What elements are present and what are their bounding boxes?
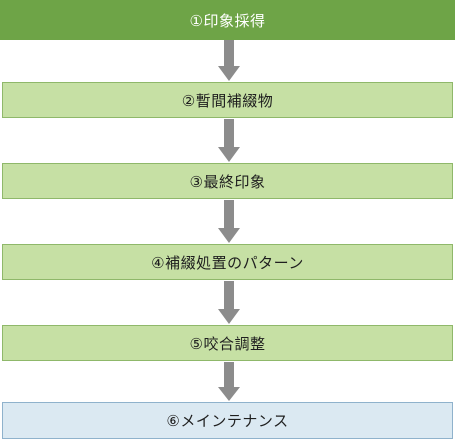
flow-step-label: ②暫間補綴物 bbox=[181, 91, 274, 110]
flow-step-1: ①印象採得 bbox=[0, 0, 455, 40]
flow-step-label: ⑤咬合調整 bbox=[189, 334, 266, 353]
flow-step-label: ③最終印象 bbox=[189, 172, 266, 191]
arrow-down-icon bbox=[217, 119, 241, 163]
flow-step-5: ⑤咬合調整 bbox=[2, 325, 453, 361]
flow-step-4: ④補綴処置のパターン bbox=[2, 244, 453, 280]
arrow-down-icon bbox=[217, 40, 241, 82]
arrow-down-icon bbox=[217, 362, 241, 402]
flow-step-label: ⑥メインテナンス bbox=[166, 412, 289, 430]
flow-step-label: ④補綴処置のパターン bbox=[151, 253, 304, 272]
flow-step-label: ①印象採得 bbox=[189, 11, 266, 30]
arrow-down-icon bbox=[217, 200, 241, 244]
arrow-down-icon bbox=[217, 281, 241, 325]
flow-step-3: ③最終印象 bbox=[2, 163, 453, 199]
flow-step-2: ②暫間補綴物 bbox=[2, 82, 453, 118]
flow-step-6: ⑥メインテナンス bbox=[2, 402, 453, 439]
